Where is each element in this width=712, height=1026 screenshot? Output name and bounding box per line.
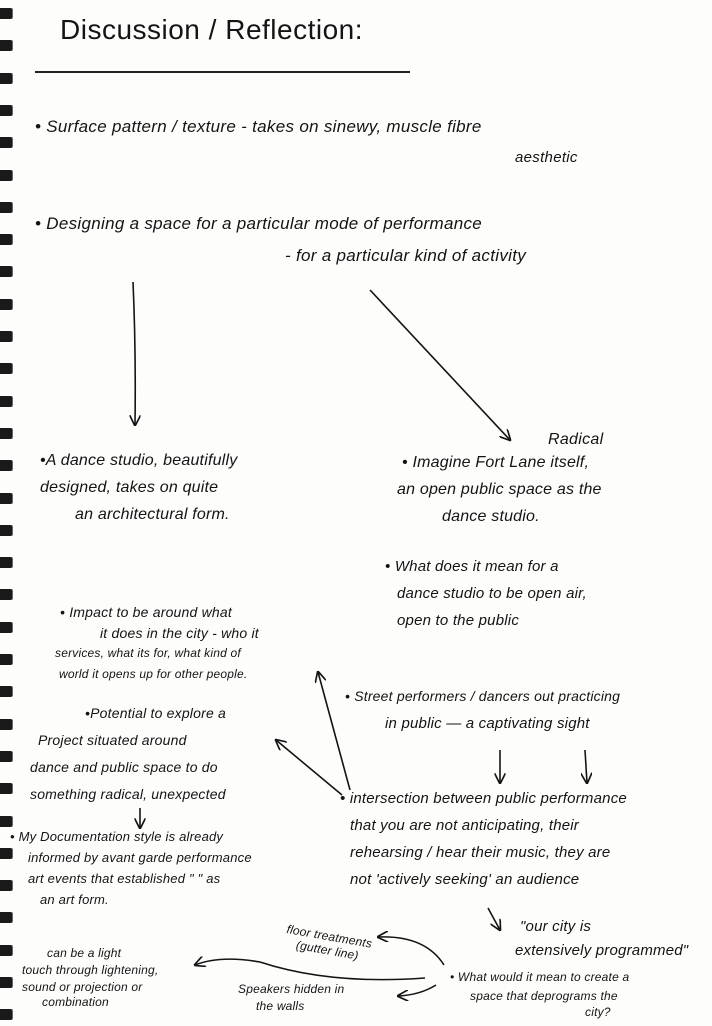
binding-ring: [0, 621, 12, 633]
binding-ring: [0, 750, 12, 762]
binding-ring: [0, 783, 12, 795]
line: space that deprograms the: [470, 989, 618, 1003]
binding-ring: [0, 137, 12, 149]
binding-ring: [0, 492, 12, 504]
line: art events that established " " as: [28, 871, 221, 886]
note-dance-studio: •A dance studio, beautifully designed, t…: [40, 452, 237, 533]
binding-ring: [0, 72, 12, 84]
arrow-to-impact: [318, 672, 351, 791]
note-quote-programmed: "our city is extensively programmed": [515, 918, 688, 969]
binding-ring: [0, 880, 12, 892]
title-underline: [35, 71, 410, 73]
radical-label: Radical: [548, 431, 604, 448]
note-documentation: • My Documentation style is already info…: [10, 829, 252, 913]
binding-ring: [0, 363, 12, 375]
line: dance and public space to do: [30, 759, 218, 775]
line: •A dance studio, beautifully: [40, 452, 238, 469]
line: designed, takes on quite: [40, 479, 219, 496]
line: not 'actively seeking' an audience: [350, 871, 580, 888]
binding-ring: [0, 104, 12, 116]
line: services, what its for, what kind of: [55, 646, 241, 660]
binding-ring: [0, 977, 12, 988]
arrow-diagonal-right: [369, 289, 510, 440]
binding-ring: [0, 815, 12, 827]
binding-ring: [0, 557, 12, 569]
binding-ring: [0, 40, 12, 52]
binding-ring: [0, 912, 12, 924]
binding-ring: [0, 686, 12, 698]
line: an architectural form.: [75, 506, 230, 523]
binding-ring: [0, 395, 12, 407]
line: something radical, unexpected: [30, 786, 226, 802]
line: an art form.: [40, 892, 109, 907]
note-surface-pattern-cont: aesthetic: [515, 149, 578, 166]
note-potential: •Potential to explore a Project situated…: [30, 705, 226, 813]
line: touch through lightening,: [22, 963, 159, 977]
line: combination: [42, 995, 109, 1009]
line: in public — a captivating sight: [385, 715, 590, 732]
note-light-touch: can be a light touch through lightening,…: [22, 946, 158, 1016]
line: sound or projection or: [22, 980, 143, 994]
line: city?: [585, 1005, 611, 1019]
binding-ring: [0, 654, 12, 665]
binding-ring: [0, 331, 12, 342]
line: that you are not anticipating, their: [350, 817, 580, 834]
line: dance studio to be open air,: [397, 585, 587, 602]
line: • What does it mean for a: [385, 558, 559, 575]
line: the walls: [256, 999, 305, 1013]
note-fort-lane: • Imagine Fort Lane itself, an open publ…: [397, 454, 602, 535]
note-street-performers: • Street performers / dancers out practi…: [345, 688, 620, 742]
line: rehearsing / hear their music, they are: [350, 844, 611, 861]
binding-ring: [0, 8, 12, 19]
binding-ring: [0, 298, 12, 310]
binding-ring: [0, 718, 12, 730]
line: open to the public: [397, 612, 520, 629]
binding-ring: [0, 589, 12, 601]
line: it does in the city - who it: [100, 625, 259, 641]
line: an open public space as the: [397, 481, 602, 498]
spiral-binding: [0, 0, 16, 1024]
binding-ring: [0, 234, 12, 246]
binding-ring: [0, 847, 12, 859]
binding-ring: [0, 460, 12, 472]
line: • Imagine Fort Lane itself,: [402, 454, 590, 471]
arrow-to-floor: [378, 937, 445, 966]
arrow-to-speakers: [398, 984, 437, 996]
arrow-to-light-touch: [195, 959, 426, 981]
binding-ring: [0, 201, 12, 213]
note-designing-space: • Designing a space for a particular mod…: [35, 214, 483, 233]
note-deprogram: • What would it mean to create a space t…: [450, 970, 629, 1026]
note-intersection: • intersection between public performanc…: [340, 790, 627, 898]
line: Project situated around: [38, 732, 187, 748]
line: •Potential to explore a: [85, 705, 227, 721]
line: can be a light: [47, 946, 122, 960]
note-surface-pattern: • Surface pattern / texture - takes on s…: [35, 117, 482, 136]
line: • My Documentation style is already: [10, 829, 224, 844]
line: dance studio.: [442, 508, 540, 525]
line: • intersection between public performanc…: [340, 790, 627, 807]
line: • What would it mean to create a: [450, 970, 630, 984]
binding-ring: [0, 169, 12, 181]
line: • Impact to be around what: [60, 604, 232, 620]
binding-ring: [0, 427, 12, 439]
note-impact: • Impact to be around what it does in th…: [55, 604, 259, 688]
arrow-down-left: [133, 281, 135, 425]
line: Speakers hidden in: [238, 982, 345, 996]
line: "our city is: [520, 918, 592, 935]
arrow-down-quote: [487, 907, 500, 930]
line: informed by avant garde performance: [28, 850, 252, 865]
line: world it opens up for other people.: [59, 667, 248, 681]
note-designing-space-cont: - for a particular kind of activity: [285, 246, 527, 265]
arrow-down-b: [585, 749, 587, 783]
arrow-to-potential: [276, 740, 343, 796]
note-open-air: • What does it mean for a dance studio t…: [385, 558, 587, 639]
page-title: Discussion / Reflection:: [60, 14, 364, 45]
binding-ring: [0, 266, 12, 278]
binding-ring: [0, 1009, 12, 1021]
note-speakers: Speakers hidden in the walls: [238, 982, 344, 1020]
binding-ring: [0, 944, 12, 956]
line: • Street performers / dancers out practi…: [345, 688, 621, 704]
binding-ring: [0, 524, 12, 536]
line: extensively programmed": [515, 942, 689, 959]
